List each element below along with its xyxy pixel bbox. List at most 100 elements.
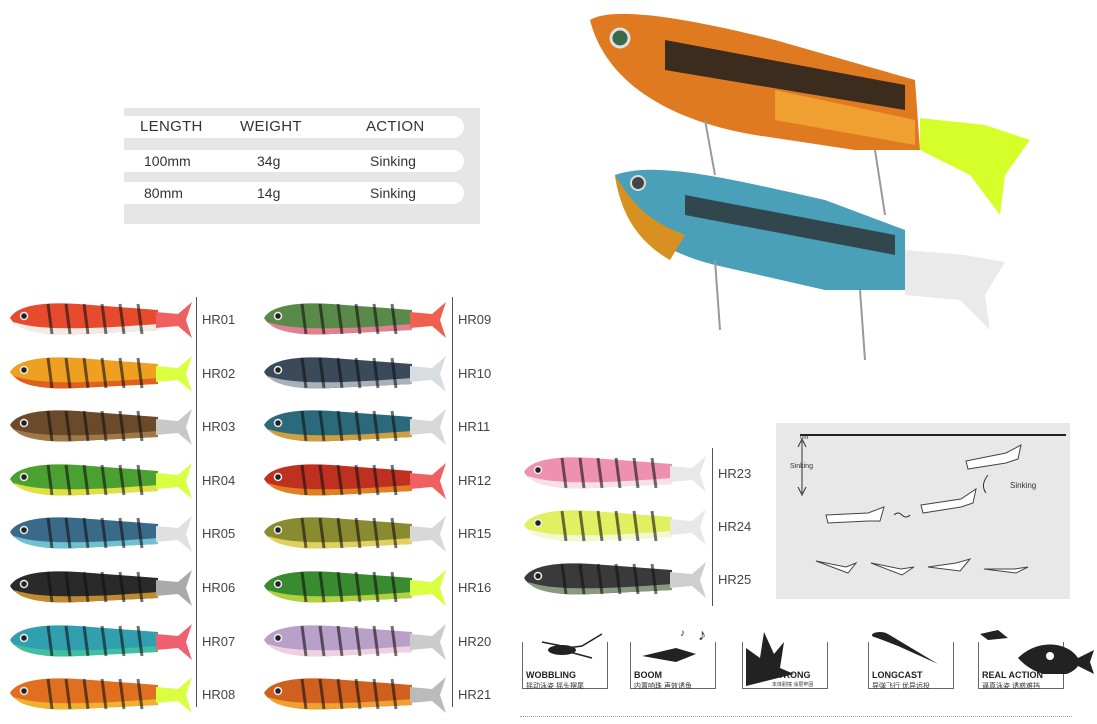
lure-body	[264, 624, 412, 657]
lure-body	[10, 624, 158, 657]
lure-segment	[354, 303, 362, 335]
lure-swatch-hr10	[262, 350, 450, 396]
lure-swatch-hr15	[262, 510, 450, 556]
lure-swatch-hr08	[8, 671, 196, 717]
lure-segment	[372, 678, 380, 710]
fish-icon	[980, 630, 1094, 674]
column-divider	[196, 297, 197, 707]
svg-text:♪: ♪	[680, 628, 685, 639]
lure-tail	[156, 355, 192, 392]
lure-eye	[19, 418, 29, 428]
lure-segment	[136, 357, 144, 388]
lure-swatch-hr04	[8, 457, 196, 503]
lure-code-label: HR02	[202, 365, 236, 381]
feature-caption: 内置响珠 声效诱鱼	[634, 683, 692, 690]
lure-segment	[118, 464, 126, 495]
spec-action: Sinking	[370, 153, 416, 169]
lure-code-label: HR12	[458, 472, 492, 488]
feature-label: LONGCAST	[872, 670, 923, 680]
lure-segment	[390, 303, 398, 335]
lure-segment	[82, 410, 90, 442]
lure-code-label: HR06	[202, 580, 236, 595]
sinking-label: Sinking	[1010, 481, 1037, 490]
lure-segment	[336, 678, 344, 710]
lure-code-label: HR11	[458, 419, 491, 435]
lure-segment	[336, 625, 344, 656]
lure-tail	[410, 462, 446, 499]
lure-segment	[136, 571, 144, 603]
spec-length: 100mm	[144, 153, 191, 169]
lure-eye	[19, 579, 29, 589]
lure-segment	[64, 518, 72, 549]
lure-segment	[336, 464, 344, 495]
lure-segment	[100, 357, 108, 388]
lure-segment	[596, 563, 604, 595]
lure-segment	[650, 563, 658, 595]
lure-segment	[354, 625, 362, 656]
sinking-diagram-graphic	[797, 434, 1066, 576]
lure-segment	[318, 464, 326, 495]
lure-segment	[596, 510, 604, 542]
lure-tail	[670, 456, 706, 492]
lure-segment	[318, 625, 326, 656]
feature-caption: 逼真泳姿 诱惑难挡	[982, 683, 1040, 690]
lure-image	[10, 516, 192, 553]
svg-text:♪: ♪	[698, 627, 706, 644]
lure-belly	[14, 643, 158, 657]
lure-belly	[14, 482, 158, 496]
lure-tail	[156, 409, 192, 446]
lure-segment	[596, 457, 604, 489]
lure-body	[264, 517, 412, 549]
lure-eye	[273, 526, 283, 535]
lure-image	[264, 677, 446, 714]
lure-eye	[19, 365, 29, 374]
lure-image	[10, 462, 192, 499]
lure-eye	[273, 418, 283, 428]
lure-segment	[390, 357, 398, 388]
lure-belly	[268, 536, 412, 549]
lure-segment	[118, 625, 126, 656]
lure-eye	[273, 311, 283, 321]
lure-segment	[64, 464, 72, 495]
lure-segment	[82, 518, 90, 549]
lure-swatch-hr20	[262, 618, 450, 664]
lure-segment	[632, 457, 640, 489]
lure-eye	[273, 579, 283, 589]
lure-segment	[64, 410, 72, 442]
lure-tail	[156, 462, 192, 499]
lure-code-label: HR25	[718, 572, 752, 587]
spec-header-action: ACTION	[366, 118, 425, 135]
lure-belly	[14, 536, 158, 549]
column-divider	[712, 448, 713, 606]
lure-image	[264, 462, 446, 499]
lure-segment	[118, 678, 126, 710]
lure-segment	[614, 510, 622, 542]
lure-image	[10, 677, 192, 714]
depth-label: 0m	[800, 435, 809, 441]
lure-body	[264, 464, 412, 496]
lure-segment	[578, 457, 586, 489]
lure-segment	[100, 678, 108, 710]
lure-belly	[14, 590, 158, 603]
lure-segment	[300, 678, 308, 710]
lure-image	[264, 516, 446, 553]
lure-code-label: HR15	[458, 526, 492, 542]
lure-swatch-hr02	[8, 350, 196, 396]
lure-segment	[136, 625, 144, 656]
lure-body	[264, 571, 412, 603]
lure-code-label: HR24	[718, 519, 752, 534]
lure-eye	[19, 633, 29, 642]
lure-code-label: HR23	[718, 466, 752, 481]
lure-segment	[390, 571, 398, 603]
lure-body	[10, 678, 158, 710]
lure-segment	[300, 303, 308, 335]
lure-tail	[410, 409, 446, 446]
lure-segment	[46, 464, 54, 495]
lure-segment	[300, 410, 308, 442]
spec-header-length: LENGTH	[140, 118, 203, 135]
strong-icon	[746, 632, 794, 686]
lure-image	[10, 623, 192, 660]
lure-belly	[14, 697, 158, 710]
lure-image	[264, 302, 446, 338]
lure-swatch-hr21	[262, 671, 450, 717]
